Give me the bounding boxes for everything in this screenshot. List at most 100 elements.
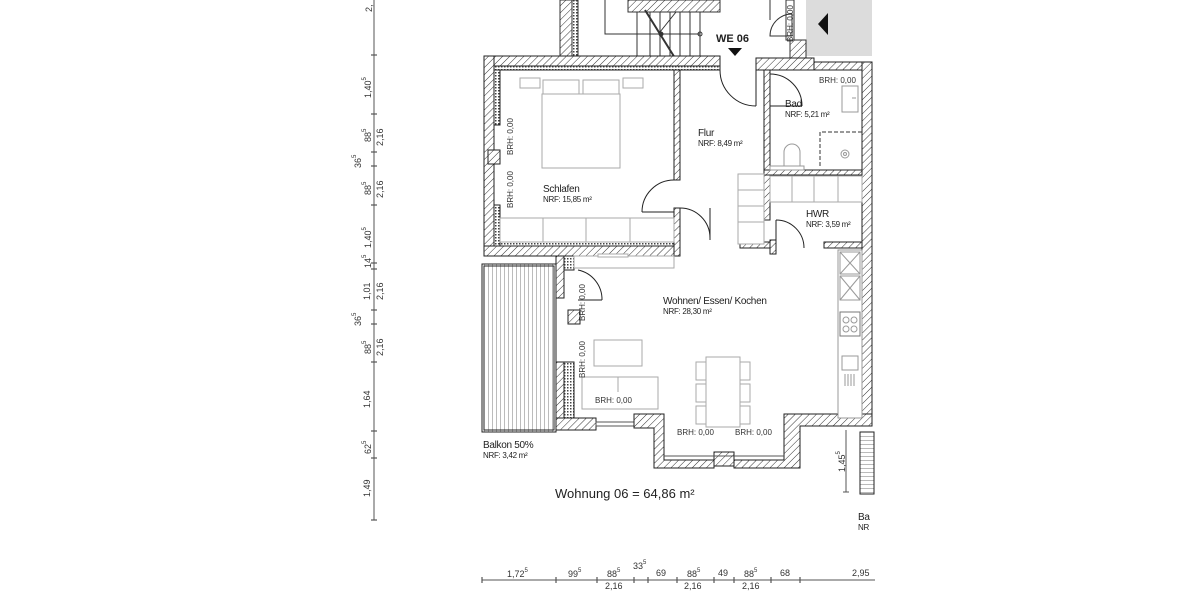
dim-value: 99 <box>568 569 579 579</box>
dim-sup: 5 <box>352 312 358 316</box>
dim-value: 1,40 <box>363 230 373 248</box>
dim-vertical: 625 <box>362 441 373 454</box>
dim-vertical: 1,64 <box>362 390 372 408</box>
dim-value: 88 <box>607 569 618 579</box>
dim-horizontal: 68 <box>780 568 790 578</box>
wardrobe <box>499 217 675 243</box>
dim-vertical: 1,49 <box>362 479 372 497</box>
room-name: Schlafen <box>543 184 580 195</box>
dim-vertical: 885 <box>362 129 373 142</box>
dim-value: 2,95 <box>852 568 870 578</box>
balcony-deck-right <box>859 431 875 495</box>
room-wohnen: Wohnen/ Essen/ Kochen NRF: 28,30 m² <box>663 296 767 316</box>
dim-value: 1,40 <box>363 80 373 98</box>
bathroom-fixtures <box>769 85 862 171</box>
exterior-walls <box>483 55 873 469</box>
dim-horizontal: 885 <box>687 568 700 579</box>
dim-sup: 5 <box>362 128 368 132</box>
room-balkon-right: Ba NR <box>858 512 870 532</box>
right-dimension-line <box>843 430 849 493</box>
kitchen-counter <box>837 249 863 419</box>
brh-label: BRH: 0,00 <box>506 118 515 155</box>
dim-value: 36 <box>353 157 363 168</box>
room-area: NRF: 15,85 m² <box>543 195 592 204</box>
staircase <box>559 0 721 61</box>
room-schlafen: Schlafen NRF: 15,85 m² <box>543 184 592 204</box>
dim-value: 88 <box>363 184 373 195</box>
dining-table <box>695 356 751 428</box>
interior-walls <box>673 69 863 257</box>
dim-sup: 5 <box>362 254 368 258</box>
dim-value: 2,16 <box>742 581 760 591</box>
dim-value: 1,49 <box>362 479 372 497</box>
dim-sup: 5 <box>836 451 842 455</box>
dim-sup: 5 <box>578 568 582 574</box>
dim-horizontal: 1,725 <box>507 568 528 579</box>
dim-vertical-right: 1,455 <box>836 451 847 472</box>
room-area: NRF: 8,49 m² <box>698 139 743 148</box>
dim-sup: 5 <box>697 568 701 574</box>
dim-sup: 5 <box>362 340 368 344</box>
utility-cabinets <box>769 175 863 203</box>
room-bad: Bad NRF: 5,21 m² <box>785 99 830 119</box>
stairwell-core <box>769 0 872 61</box>
brh-label: BRH: 0,00 <box>506 171 515 208</box>
room-name: Bad <box>785 99 802 110</box>
room-name: HWR <box>806 209 829 220</box>
dim-value: 62 <box>363 443 373 454</box>
dim-value: 68 <box>780 568 791 578</box>
dim-vertical-sub: 2,16 <box>375 128 385 146</box>
unit-tag: WE 06 <box>716 33 750 45</box>
dim-sup: 5 <box>362 227 368 231</box>
room-name: Ba <box>858 512 870 523</box>
dim-horizontal: 885 <box>744 568 757 579</box>
dim-horizontal-sub: 2,16 <box>684 581 702 591</box>
dim-value: 2,16 <box>375 282 385 300</box>
dim-value: 1,72 <box>507 569 525 579</box>
brh-label: BRH: 0,00 <box>735 428 772 437</box>
dim-vertical-sub: 2,16 <box>375 338 385 356</box>
dim-sup: 5 <box>643 560 647 566</box>
hall-cabinet <box>737 173 765 245</box>
room-hwr: HWR NRF: 3,59 m² <box>806 209 851 229</box>
room-balkon: Balkon 50% NRF: 3,42 m² <box>483 440 534 460</box>
room-area: NRF: 3,42 m² <box>483 451 528 460</box>
vertical-dimension-line <box>371 0 377 521</box>
entrance-arrow-icon <box>728 48 742 56</box>
balcony-deck <box>481 263 557 433</box>
dim-horizontal: 335 <box>633 560 646 571</box>
dim-horizontal: 885 <box>607 568 620 579</box>
dim-value: 69 <box>656 568 667 578</box>
brh-label: BRH: 0,00 <box>595 396 632 405</box>
room-name: Flur <box>698 128 715 139</box>
dim-value: 2,16 <box>684 581 702 591</box>
dim-sup: 5 <box>617 568 621 574</box>
dim-vertical-sub: 2,16 <box>375 282 385 300</box>
dim-value: 14 <box>363 257 373 268</box>
brh-label: BRH: 0,00 <box>786 5 795 42</box>
dim-vertical: 365 <box>352 313 363 326</box>
dim-sup: 5 <box>524 568 528 574</box>
dim-value: 33 <box>633 561 644 571</box>
dim-vertical: 1,405 <box>362 227 373 248</box>
dim-vertical: 885 <box>362 182 373 195</box>
dim-sup: 5 <box>362 77 368 81</box>
dim-horizontal: 69 <box>656 568 666 578</box>
dim-sup: 5 <box>352 154 358 158</box>
tv-board <box>573 253 675 269</box>
dim-value: 1,64 <box>362 390 372 408</box>
dim-horizontal-sub: 2,16 <box>605 581 623 591</box>
dim-sup: 5 <box>362 181 368 185</box>
dim-value: 2,16 <box>375 128 385 146</box>
dim-value: 88 <box>744 569 755 579</box>
horizontal-dimension-line <box>481 577 875 583</box>
dim-value: 88 <box>363 131 373 142</box>
dim-value: 2,16 <box>605 581 623 591</box>
bed <box>519 77 644 169</box>
dim-vertical: 365 <box>352 155 363 168</box>
dim-horizontal: 995 <box>568 568 581 579</box>
dim-horizontal: 49 <box>718 568 728 578</box>
dim-vertical: 1,405 <box>362 77 373 98</box>
sofa <box>581 339 659 410</box>
